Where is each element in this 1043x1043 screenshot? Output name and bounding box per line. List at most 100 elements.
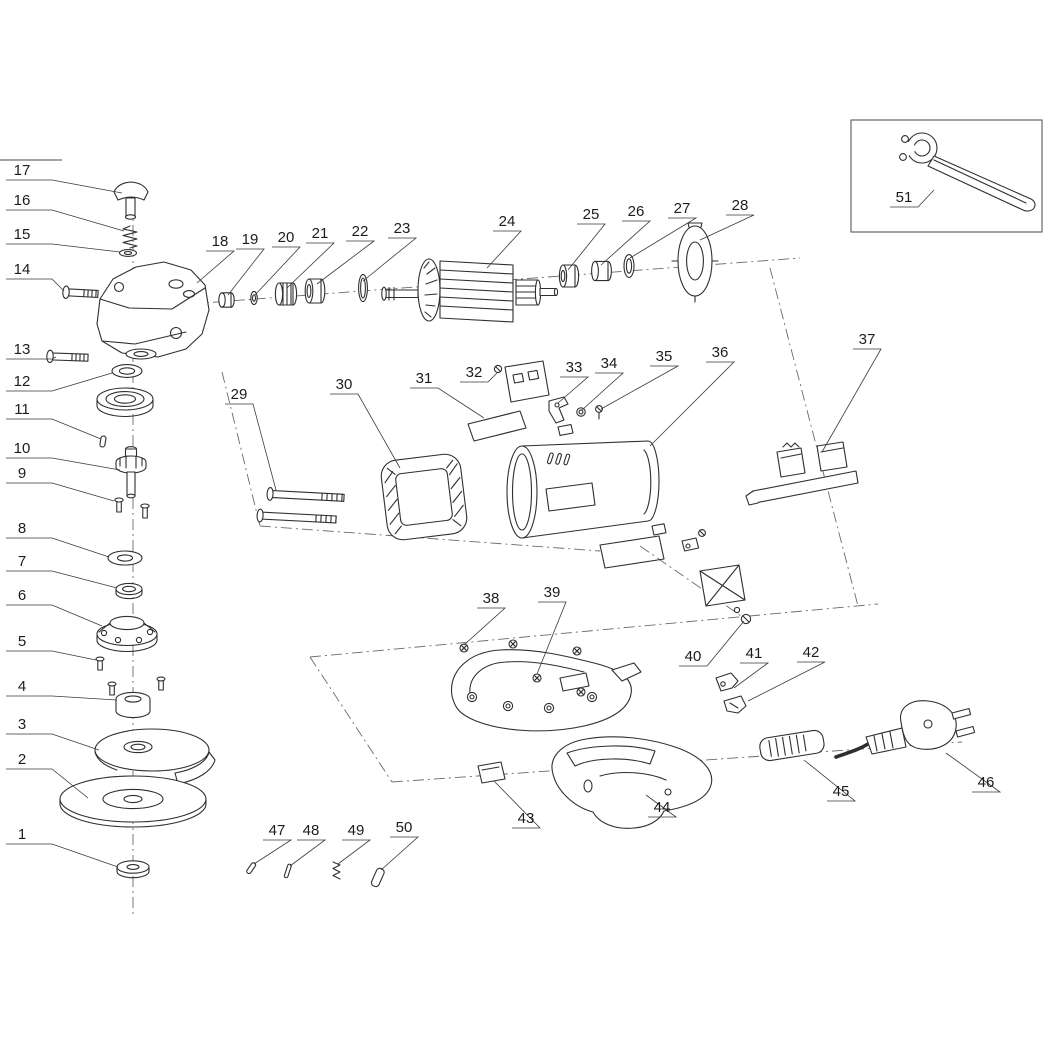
leader-line-24 — [486, 230, 522, 269]
part-label-31: 31 — [416, 370, 433, 387]
part-25-bearing — [558, 264, 580, 288]
part-7-bearing — [115, 582, 143, 600]
part-label-25: 25 — [583, 206, 600, 223]
part-label-33: 33 — [566, 359, 583, 376]
part-12-bearing — [111, 364, 143, 378]
leader-line-37 — [821, 348, 882, 453]
leader-line-43 — [493, 780, 541, 829]
part-1-clamp-nut — [116, 860, 150, 879]
part-27-ring — [623, 254, 635, 278]
leader-line-31 — [410, 387, 485, 419]
part-gear-cover-ring — [96, 387, 154, 418]
part-label-27: 27 — [674, 200, 691, 217]
part-label-21: 21 — [312, 225, 329, 242]
leader-line-30 — [330, 393, 401, 469]
leader-line-7 — [6, 570, 118, 589]
part-32-switch-plate — [493, 360, 550, 403]
leader-line-4 — [6, 695, 118, 701]
leader-line-19 — [227, 248, 265, 296]
part-label-23: 23 — [394, 220, 411, 237]
part-label-1: 1 — [18, 826, 26, 843]
leader-line-22 — [316, 240, 376, 285]
part-51-pin-spanner-wrench — [899, 132, 1036, 212]
part-label-22: 22 — [352, 223, 369, 240]
part-label-9: 9 — [18, 465, 26, 482]
part-14-screw — [62, 285, 99, 300]
part-50-roll-pin — [370, 867, 385, 888]
part-label-46: 46 — [978, 774, 995, 791]
part-43-capacitor — [477, 761, 506, 784]
part-label-34: 34 — [601, 355, 618, 372]
leader-line-16 — [6, 209, 125, 232]
part-label-3: 3 — [18, 716, 26, 733]
leader-line-10 — [6, 457, 121, 471]
leader-line-42 — [747, 661, 826, 702]
part-13-screw — [46, 349, 89, 364]
leader-line-33 — [557, 376, 590, 404]
part-inspection-plate — [699, 564, 746, 607]
part-label-26: 26 — [628, 203, 645, 220]
part-28-bearing-baffle — [671, 222, 719, 303]
part-label-10: 10 — [14, 440, 31, 457]
part-label-7: 7 — [18, 553, 26, 570]
leader-line-40 — [679, 620, 745, 667]
leader-line-15 — [6, 243, 121, 253]
part-39-screws — [532, 646, 586, 697]
part-carbon-brush — [651, 523, 706, 552]
part-21-pinion-gear — [274, 282, 298, 306]
leader-line-21 — [286, 242, 335, 289]
leader-line-46 — [945, 752, 1002, 793]
leader-line-44 — [645, 794, 678, 818]
part-2-grinding-wheel — [59, 775, 207, 828]
part-26-sleeve — [591, 260, 612, 282]
part-36-motor-housing — [506, 440, 660, 539]
part-label-41: 41 — [746, 645, 763, 662]
leader-line-2 — [6, 768, 89, 799]
part-29-long-screws — [256, 486, 345, 524]
part-35-screw — [595, 405, 603, 420]
part-17-spindle-lock-knob — [113, 181, 149, 220]
leader-line-9 — [6, 482, 115, 502]
leader-line-18 — [196, 250, 236, 284]
part-label-50: 50 — [396, 819, 413, 836]
part-label-47: 47 — [269, 822, 286, 839]
part-18-gear-head-housing — [96, 261, 210, 360]
part-label-32: 32 — [466, 364, 483, 381]
part-label-24: 24 — [499, 213, 516, 230]
part-label-4: 4 — [18, 678, 26, 695]
part-4-inner-flange — [115, 691, 151, 719]
part-label-18: 18 — [212, 233, 229, 250]
leader-line-36 — [649, 361, 735, 447]
part-label-30: 30 — [336, 376, 353, 393]
part-49-spring — [332, 861, 341, 880]
part-44-handle-shell-right — [551, 736, 713, 829]
part-40-brush-cap — [733, 606, 752, 625]
leader-line-3 — [6, 733, 100, 751]
leader-line-35 — [600, 365, 680, 410]
leader-line-39 — [536, 601, 567, 675]
part-label-49: 49 — [348, 822, 365, 839]
leader-line-26 — [600, 220, 652, 266]
part-label-28: 28 — [732, 197, 749, 214]
part-label-36: 36 — [712, 344, 729, 361]
part-label-45: 45 — [833, 783, 850, 800]
part-label-37: 37 — [859, 331, 876, 348]
part-37-brush-holder — [745, 441, 859, 506]
part-3-wheel-guard — [94, 728, 216, 785]
part-16-spring — [122, 225, 138, 249]
part-label-12: 12 — [14, 373, 31, 390]
part-48-pin — [283, 863, 292, 879]
leader-line-8 — [6, 537, 110, 558]
leader-line-1 — [6, 843, 119, 868]
leader-lines — [6, 179, 1002, 871]
leader-line-48 — [289, 839, 327, 867]
part-label-42: 42 — [803, 644, 820, 661]
part-10-spindle-gear — [115, 446, 147, 499]
leader-line-13 — [6, 356, 57, 360]
leader-line-25 — [567, 223, 606, 271]
leader-line-38 — [463, 607, 507, 646]
leader-line-47 — [253, 839, 293, 865]
